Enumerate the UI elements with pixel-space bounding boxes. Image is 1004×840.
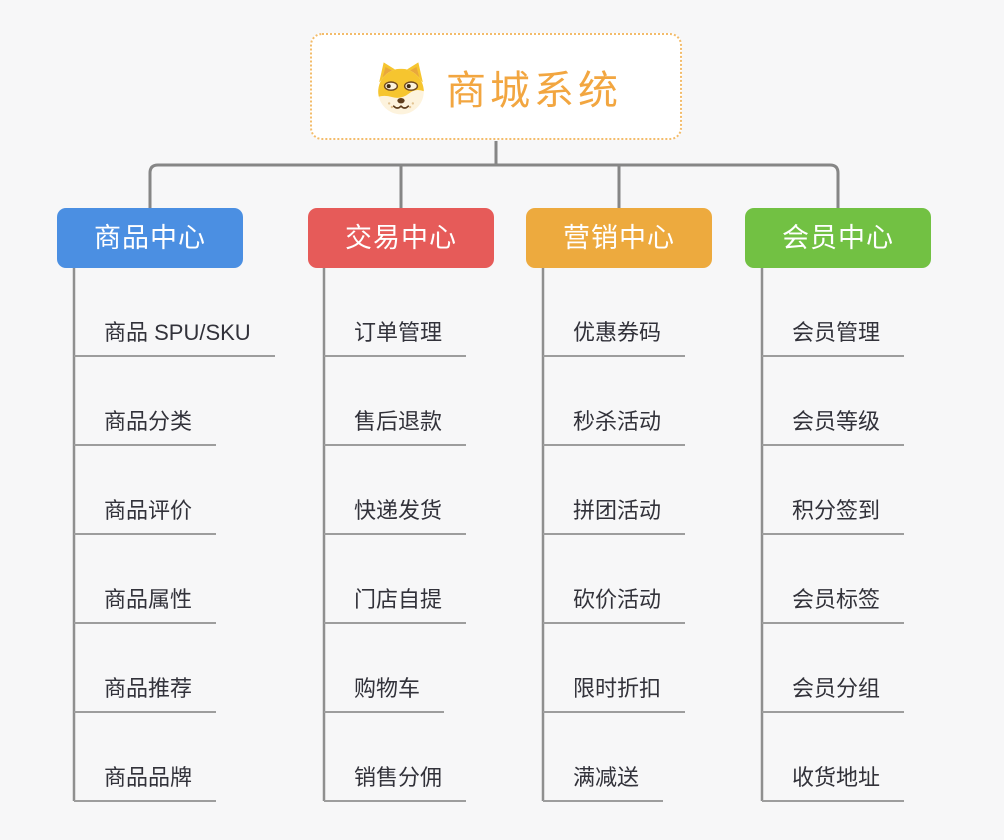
child-item[interactable]: 快递发货 xyxy=(324,497,467,535)
child-item[interactable]: 砍价活动 xyxy=(543,586,686,624)
child-item[interactable]: 商品推荐 xyxy=(74,675,217,713)
child-item[interactable]: 拼团活动 xyxy=(543,497,686,535)
branch-node-goods-center[interactable]: 商品中心 xyxy=(57,208,243,268)
child-item[interactable]: 门店自提 xyxy=(324,586,467,624)
child-item[interactable]: 会员标签 xyxy=(762,586,905,624)
root-title: 商城系统 xyxy=(446,68,622,113)
root-node[interactable]: 商城系统 xyxy=(310,33,682,140)
child-item[interactable]: 积分签到 xyxy=(762,497,905,535)
branch-node-marketing-center[interactable]: 营销中心 xyxy=(526,208,712,268)
child-item[interactable]: 销售分佣 xyxy=(324,764,467,802)
dog-face-icon xyxy=(378,61,424,114)
child-item[interactable]: 商品品牌 xyxy=(74,764,217,802)
child-item[interactable]: 商品 SPU/SKU xyxy=(74,319,275,357)
child-item[interactable]: 商品属性 xyxy=(74,586,217,624)
child-item[interactable]: 购物车 xyxy=(324,675,445,713)
child-item[interactable]: 商品分类 xyxy=(74,408,217,446)
child-item[interactable]: 满减送 xyxy=(543,764,664,802)
child-item[interactable]: 限时折扣 xyxy=(543,675,686,713)
child-item[interactable]: 秒杀活动 xyxy=(543,408,686,446)
child-item[interactable]: 订单管理 xyxy=(324,319,467,357)
child-item[interactable]: 商品评价 xyxy=(74,497,217,535)
child-item[interactable]: 优惠券码 xyxy=(543,319,686,357)
branch-node-member-center[interactable]: 会员中心 xyxy=(745,208,931,268)
child-item[interactable]: 会员等级 xyxy=(762,408,905,446)
child-item[interactable]: 收货地址 xyxy=(762,764,905,802)
branch-node-trade-center[interactable]: 交易中心 xyxy=(308,208,494,268)
child-item[interactable]: 会员管理 xyxy=(762,319,905,357)
bus-line xyxy=(148,163,840,211)
child-item[interactable]: 会员分组 xyxy=(762,675,905,713)
child-item[interactable]: 售后退款 xyxy=(324,408,467,446)
